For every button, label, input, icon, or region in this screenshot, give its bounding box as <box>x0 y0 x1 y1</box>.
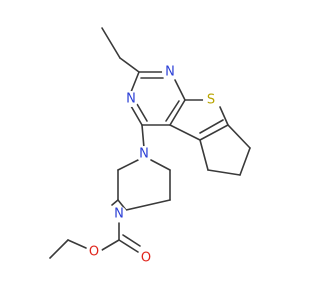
bond-c4-c5 <box>169 99 186 126</box>
atom-bg-n-pip-bottom <box>111 206 127 222</box>
bond-carbonyl-c-o-double <box>122 234 141 247</box>
atom-bg-n-pip-top <box>136 146 152 162</box>
atom-bg-o-carbonyl <box>138 250 154 266</box>
bond-pip-left-npip-bottom <box>111 199 119 206</box>
atom-label-s-thiophene: S <box>207 93 215 108</box>
atom-bg-n-pyr-top <box>162 64 178 80</box>
bond-cp-ch2-ch2b <box>207 169 241 176</box>
bond-c7a-c3a-double <box>199 119 224 134</box>
bond-ethoxy-ch2-ch3 <box>49 239 69 259</box>
atom-bg-o-ester <box>86 244 102 260</box>
bond-npip-top-ch2-left <box>117 159 139 171</box>
atom-label-n-pyr-top: N <box>165 65 175 80</box>
bond-ethyl-ch2-c2 <box>119 57 140 73</box>
bond-n1-c2 <box>130 71 140 93</box>
bond-c7a-ch2 <box>227 124 251 149</box>
bond-cp-ch2-ch2 <box>239 147 251 176</box>
bond-c6-npip <box>141 124 145 149</box>
bond-n3-c4 <box>174 79 186 101</box>
atom-label-n-pip-top: N <box>139 147 149 162</box>
molecule-structure: N N S N N O O <box>49 27 251 266</box>
bond-s-c7a <box>219 106 229 126</box>
bond-pip-right-npip-bottom <box>125 199 171 211</box>
atom-label-o-carbonyl: O <box>141 251 151 266</box>
bond-carbonyl-c-o <box>118 239 139 253</box>
atom-label-o-ester: O <box>89 245 99 260</box>
bond-c7a-c3a <box>199 124 229 141</box>
bond-pip-left-top-npip-bottom <box>117 199 127 211</box>
atom-bg-n-pyr-left <box>123 91 139 107</box>
bond-ethyl-ch3-ch2 <box>101 27 121 59</box>
bond-c6-n1 <box>130 105 143 126</box>
bond-o-ester-ch2 <box>67 239 87 249</box>
bond-cp-ch2-c3a <box>199 139 209 171</box>
bond-c3a-c5 <box>169 124 201 141</box>
bond-carbonyl-c-o-ester <box>101 239 120 251</box>
atom-bg-s-thiophene <box>203 92 219 108</box>
bond-c6-n1-double <box>136 103 148 122</box>
bond-npip-top-ch2-right <box>150 159 171 171</box>
atom-label-n-pip-bottom: N <box>114 207 124 222</box>
bond-c4-c5-double <box>165 100 180 122</box>
atom-label-n-pyr-left: N <box>126 92 136 107</box>
